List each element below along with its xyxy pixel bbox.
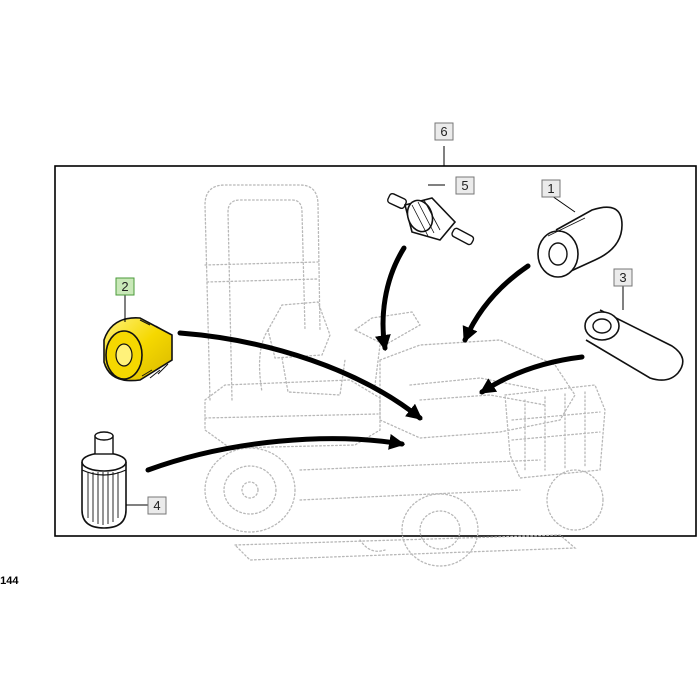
callout-6[interactable]: 6 — [434, 122, 454, 141]
tractor-outline — [204, 184, 606, 567]
part-5-inline-filter[interactable] — [387, 192, 475, 246]
part-1-filter[interactable] — [537, 206, 623, 278]
callout-1-leader — [551, 195, 576, 213]
callout-4-label: 4 — [153, 498, 160, 513]
callout-3-label: 3 — [619, 270, 626, 285]
callout-2[interactable]: 2 — [115, 277, 135, 296]
callout-5-label: 5 — [461, 178, 468, 193]
callout-4[interactable]: 4 — [147, 496, 167, 515]
callout-3[interactable]: 3 — [613, 268, 633, 287]
figure-id: 2144 — [0, 575, 19, 587]
callout-5[interactable]: 5 — [455, 176, 475, 195]
callout-1-label: 1 — [547, 181, 554, 196]
callout-1[interactable]: 1 — [541, 179, 561, 198]
part-2-oil-filter[interactable] — [103, 317, 173, 382]
part-3-filter-element[interactable] — [584, 309, 684, 381]
arrows — [145, 245, 585, 473]
part-4-cartridge-filter[interactable] — [81, 431, 127, 529]
callout-6-label: 6 — [440, 124, 447, 139]
callout-2-label: 2 — [121, 279, 128, 294]
diagram-frame — [54, 165, 697, 537]
